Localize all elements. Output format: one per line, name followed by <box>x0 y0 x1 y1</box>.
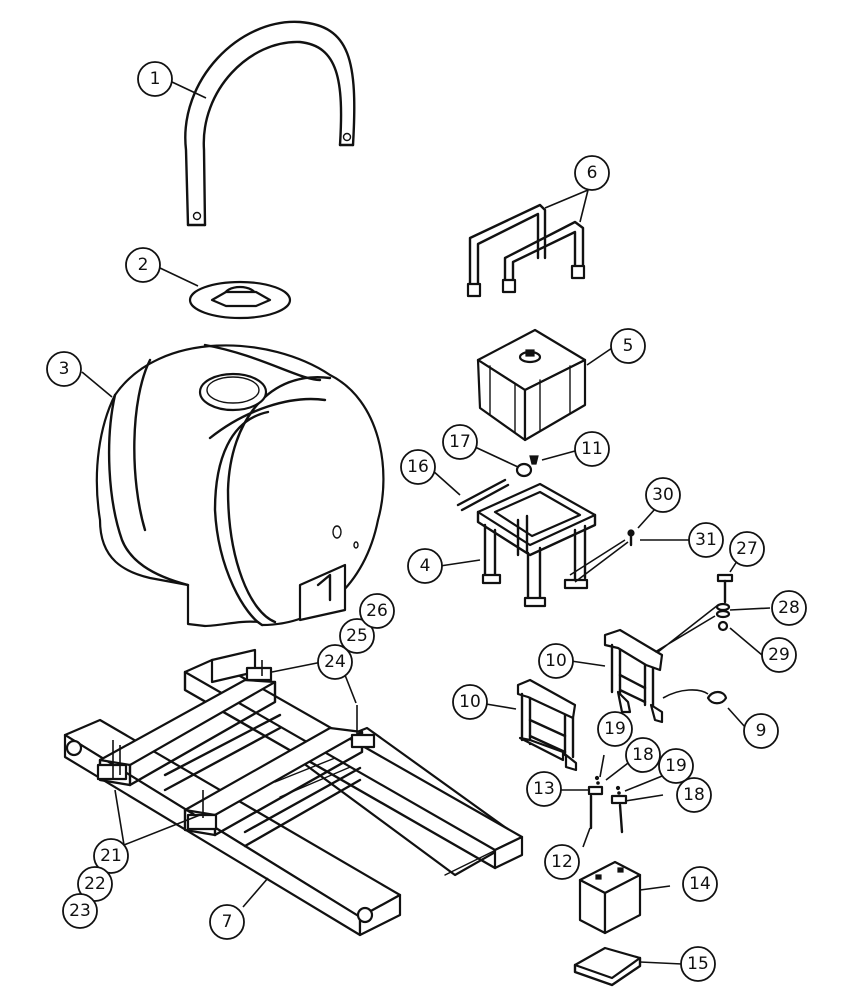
callout-21: 21 <box>93 838 129 874</box>
callout-10-left-label: 10 <box>459 692 481 712</box>
callout-24: 24 <box>317 644 353 680</box>
callout-30-label: 30 <box>652 485 674 505</box>
callout-19-a: 19 <box>597 711 633 747</box>
callout-18-b: 18 <box>676 777 712 813</box>
callout-27: 27 <box>729 531 765 567</box>
callout-23: 23 <box>62 893 98 929</box>
callout-25: 25 <box>339 618 375 654</box>
callout-4: 4 <box>407 548 443 584</box>
callout-17-label: 17 <box>449 432 471 452</box>
part-14-battery <box>578 860 642 935</box>
part-12-13-18-19-hardware <box>587 775 628 834</box>
callout-17: 17 <box>442 424 478 460</box>
part-7-frame <box>63 648 524 937</box>
callout-19-a-label: 19 <box>604 719 626 739</box>
part-16-rod <box>456 478 510 512</box>
callout-18-a-label: 18 <box>632 745 654 765</box>
callout-10-right: 10 <box>538 643 574 679</box>
callout-5: 5 <box>610 328 646 364</box>
callout-24-label: 24 <box>324 652 346 672</box>
callout-1-label: 1 <box>150 69 161 89</box>
callout-14: 14 <box>682 866 718 902</box>
part-27-bolt <box>716 573 734 604</box>
callout-29-label: 29 <box>768 645 790 665</box>
callout-1: 1 <box>137 61 173 97</box>
part-3-poly-tank <box>95 343 385 628</box>
part-30-31-fastener <box>569 529 635 583</box>
part-15-battery-tray <box>573 946 642 987</box>
callout-16: 16 <box>400 449 436 485</box>
callout-25-label: 25 <box>346 626 368 646</box>
callout-12-label: 12 <box>551 852 573 872</box>
callout-5-label: 5 <box>623 336 634 356</box>
callout-7: 7 <box>209 904 245 940</box>
callout-22: 22 <box>77 866 113 902</box>
callout-13: 13 <box>526 771 562 807</box>
callout-27-label: 27 <box>736 539 758 559</box>
callout-6: 6 <box>574 155 610 191</box>
callout-12: 12 <box>544 844 580 880</box>
callout-16-label: 16 <box>407 457 429 477</box>
callout-22-label: 22 <box>84 874 106 894</box>
callout-21-label: 21 <box>100 846 122 866</box>
callout-30: 30 <box>645 477 681 513</box>
part-6-hold-down-straps <box>466 203 586 298</box>
callout-31-label: 31 <box>695 530 717 550</box>
callout-19-b-label: 19 <box>665 756 687 776</box>
callout-28-label: 28 <box>778 598 800 618</box>
callout-23-label: 23 <box>69 901 91 921</box>
part-11-bolt <box>529 455 539 465</box>
part-28-washers <box>715 602 731 619</box>
callout-2-label: 2 <box>138 255 149 275</box>
callout-11: 11 <box>574 431 610 467</box>
part-1-tank-strap <box>184 20 356 227</box>
callout-26: 26 <box>359 593 395 629</box>
callout-4-label: 4 <box>420 556 431 576</box>
callout-31: 31 <box>688 522 724 558</box>
part-9-clamp <box>662 689 728 705</box>
callout-14-label: 14 <box>689 874 711 894</box>
callout-9-label: 9 <box>756 721 767 741</box>
callout-15: 15 <box>680 946 716 982</box>
part-10-bracket-right <box>603 604 719 724</box>
callout-18-b-label: 18 <box>683 785 705 805</box>
callout-2: 2 <box>125 247 161 283</box>
callout-13-label: 13 <box>533 779 555 799</box>
callout-11-label: 11 <box>581 439 603 459</box>
callout-9: 9 <box>743 713 779 749</box>
part-29-nut <box>717 620 729 632</box>
part-5-battery-box <box>476 328 587 442</box>
callout-29: 29 <box>761 637 797 673</box>
callout-3-label: 3 <box>59 359 70 379</box>
callout-28: 28 <box>771 590 807 626</box>
callout-15-label: 15 <box>687 954 709 974</box>
part-4-battery-stand <box>476 482 597 608</box>
part-2-tank-lid <box>188 280 292 320</box>
callout-10-right-label: 10 <box>545 651 567 671</box>
callout-7-label: 7 <box>222 912 233 932</box>
part-17-nut <box>515 462 533 478</box>
callout-26-label: 26 <box>366 601 388 621</box>
callout-10-left: 10 <box>452 684 488 720</box>
callout-18-a: 18 <box>625 737 661 773</box>
callout-6-label: 6 <box>587 163 598 183</box>
part-10-bracket-left <box>516 678 578 772</box>
callout-19-b: 19 <box>658 748 694 784</box>
callout-3: 3 <box>46 351 82 387</box>
